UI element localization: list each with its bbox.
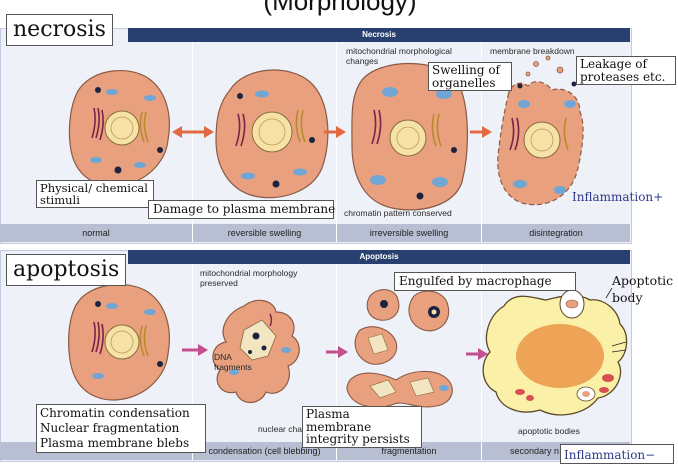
stimuli-label: Physical/ chemical stimuli: [36, 180, 154, 208]
normal-cell: [69, 71, 169, 186]
chromatin-conserved-annotation: chromatin pattern conserved: [344, 208, 474, 218]
inflammation-minus: Inflammation−: [560, 444, 674, 464]
engulfed-label: Engulfed by macrophage: [394, 272, 576, 291]
apoptosis-label: apoptosis: [6, 254, 126, 286]
apoptotic-body-label: Apoptotic body: [612, 272, 674, 306]
apoptosis-arrow-2: [326, 346, 348, 358]
reversible-arrow: [172, 126, 214, 138]
macrophage: [483, 288, 626, 415]
chromatin-condensation-label: Chromatin condensation Nuclear fragmenta…: [36, 404, 206, 453]
swollen-cell: [216, 70, 328, 198]
necrosis-arrow-2: [470, 126, 492, 138]
membrane-breakdown-annotation: membrane breakdown: [490, 46, 590, 56]
dna-fragments-annotation: DNA fragments: [214, 352, 254, 372]
apoptosis-arrow-1: [182, 344, 208, 356]
apoptosis-arrow-3: [466, 348, 488, 360]
necrosis-label: necrosis: [6, 14, 113, 46]
inflammation-plus: Inflammation+: [572, 190, 676, 204]
normal-cell-apoptosis: [69, 285, 170, 400]
swelling-label: Swelling of organelles: [428, 62, 512, 91]
apoptotic-fragments: [347, 290, 452, 408]
membrane-integrity-label: Plasma membrane integrity persists: [302, 406, 422, 448]
leakage-label: Leakage of proteases etc.: [576, 56, 676, 85]
inflammation-minus-text: Inflammation−: [564, 448, 655, 462]
apoptotic-bodies-annotation: apoptotic bodies: [518, 426, 608, 436]
damage-label: Damage to plasma membrane: [148, 200, 334, 219]
mito-preserved-annotation: mitochondrial morphology preserved: [200, 268, 324, 288]
